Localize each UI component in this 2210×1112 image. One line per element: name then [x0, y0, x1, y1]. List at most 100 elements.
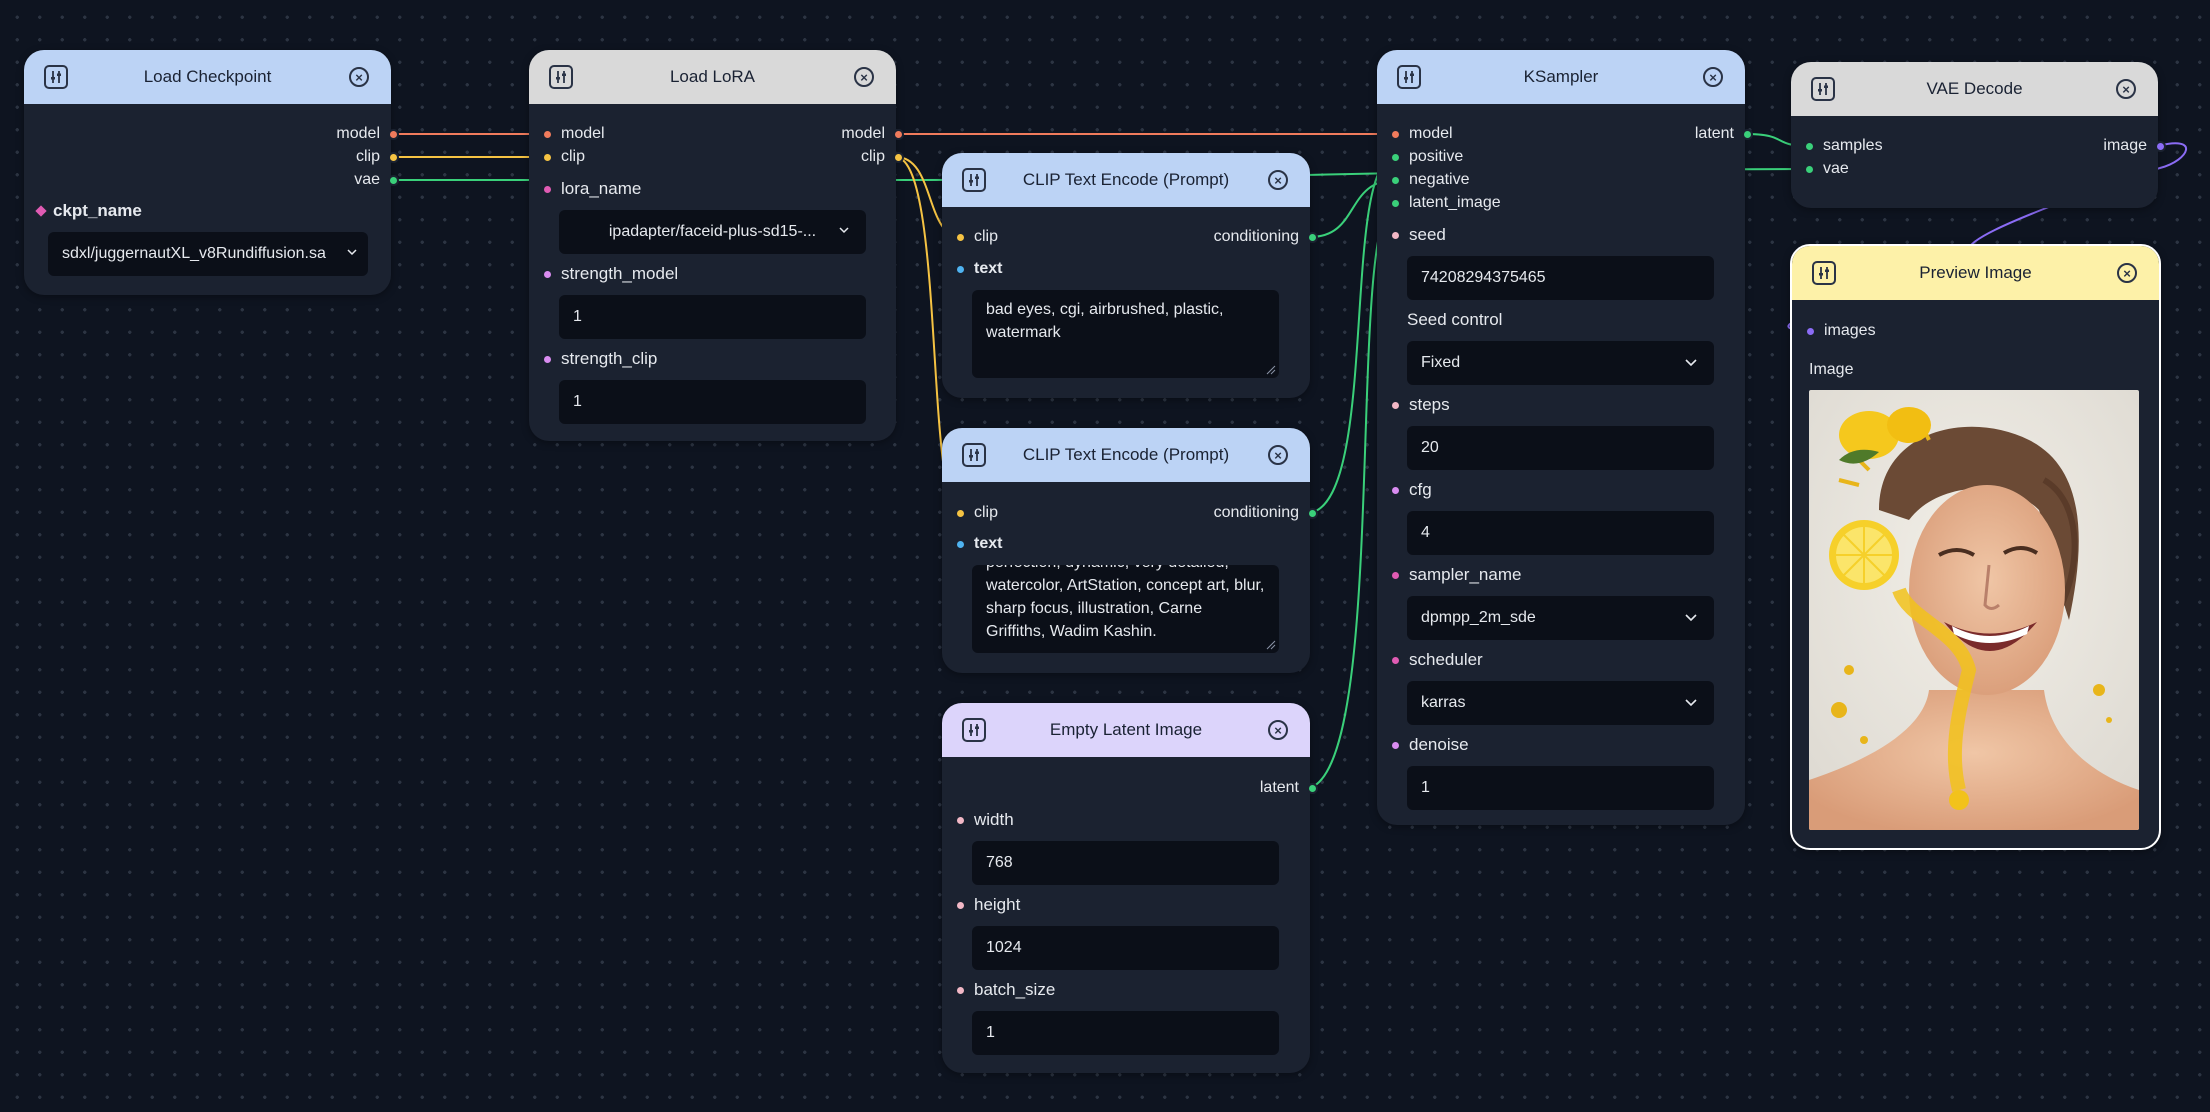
node-header[interactable]: KSampler × — [1377, 50, 1745, 104]
port-dot[interactable] — [1390, 197, 1401, 209]
cfg-input[interactable]: 4 — [1407, 511, 1714, 555]
port-dot[interactable] — [1390, 399, 1401, 411]
settings-sliders-icon[interactable] — [1811, 77, 1835, 101]
port-dot[interactable] — [388, 174, 399, 186]
node-header[interactable]: CLIP Text Encode (Prompt) × — [942, 428, 1310, 482]
close-icon[interactable]: × — [1268, 445, 1288, 465]
seed-control-select[interactable]: Fixed — [1407, 341, 1714, 385]
port-dot[interactable] — [1390, 739, 1401, 751]
close-icon[interactable]: × — [2116, 79, 2136, 99]
port-dot[interactable] — [1390, 569, 1401, 581]
sampler-name-select[interactable]: dpmpp_2m_sde — [1407, 596, 1714, 640]
node-clip-text-encode-negative[interactable]: CLIP Text Encode (Prompt) × clip conditi… — [942, 153, 1318, 398]
node-header[interactable]: VAE Decode × — [1791, 62, 2158, 116]
steps-input[interactable]: 20 — [1407, 426, 1714, 470]
output-port-model[interactable]: model — [336, 123, 399, 145]
batch-size-input[interactable]: 1 — [972, 1011, 1279, 1055]
ckpt-name-select[interactable]: sdxl/juggernautXL_v8Rundiffusion.sa — [48, 232, 368, 276]
resize-grip-icon[interactable] — [1266, 640, 1276, 650]
output-port-image[interactable]: image — [2103, 135, 2166, 157]
settings-sliders-icon[interactable] — [44, 65, 68, 89]
port-dot[interactable] — [1390, 229, 1401, 241]
input-port-text[interactable]: text — [955, 533, 1002, 555]
preview-image[interactable] — [1809, 390, 2139, 830]
port-dot[interactable] — [955, 231, 966, 243]
port-dot[interactable] — [1307, 507, 1318, 519]
port-dot[interactable] — [1390, 151, 1401, 163]
output-port-conditioning[interactable]: conditioning — [1214, 502, 1318, 524]
output-port-vae[interactable]: vae — [354, 169, 399, 191]
port-dot[interactable] — [893, 151, 904, 163]
scheduler-select[interactable]: karras — [1407, 681, 1714, 725]
output-port-model[interactable]: model — [841, 123, 904, 145]
node-empty-latent-image[interactable]: Empty Latent Image × latent width 768 he… — [942, 703, 1318, 1073]
node-header[interactable]: Load LoRA × — [529, 50, 896, 104]
close-icon[interactable]: × — [1268, 170, 1288, 190]
port-dot[interactable] — [542, 151, 553, 163]
port-dot[interactable] — [1390, 174, 1401, 186]
port-dot[interactable] — [542, 128, 553, 140]
close-icon[interactable]: × — [854, 67, 874, 87]
node-load-checkpoint[interactable]: Load Checkpoint × model clip vae ckpt_na… — [24, 50, 399, 295]
input-port-clip[interactable]: clip — [955, 226, 998, 248]
settings-sliders-icon[interactable] — [1397, 65, 1421, 89]
resize-grip-icon[interactable] — [1266, 365, 1276, 375]
output-port-latent[interactable]: latent — [1695, 123, 1753, 145]
port-dot[interactable] — [955, 507, 966, 519]
node-header[interactable]: CLIP Text Encode (Prompt) × — [942, 153, 1310, 207]
node-preview-image[interactable]: Preview Image × images Image — [1790, 244, 2161, 850]
output-port-conditioning[interactable]: conditioning — [1214, 226, 1318, 248]
output-port-latent[interactable]: latent — [1260, 777, 1318, 799]
settings-sliders-icon[interactable] — [1812, 261, 1836, 285]
port-dot[interactable] — [388, 151, 399, 163]
input-port-latent-image[interactable]: latent_image — [1390, 192, 1501, 214]
input-port-samples[interactable]: samples — [1804, 135, 1883, 157]
close-icon[interactable]: × — [2117, 263, 2137, 283]
port-dot[interactable] — [955, 263, 966, 275]
prompt-textarea[interactable]: perfection, dynamic, very detailed, wate… — [972, 565, 1279, 653]
settings-sliders-icon[interactable] — [962, 168, 986, 192]
strength-clip-input[interactable]: 1 — [559, 380, 866, 424]
close-icon[interactable]: × — [349, 67, 369, 87]
input-port-clip[interactable]: clip — [955, 502, 998, 524]
port-dot[interactable] — [542, 183, 553, 195]
input-port-clip[interactable]: clip — [542, 146, 585, 168]
port-dot[interactable] — [1742, 128, 1753, 140]
node-ksampler[interactable]: KSampler × model positive negative laten… — [1377, 50, 1753, 825]
settings-sliders-icon[interactable] — [962, 718, 986, 742]
port-dot[interactable] — [1390, 654, 1401, 666]
denoise-input[interactable]: 1 — [1407, 766, 1714, 810]
port-dot[interactable] — [542, 268, 553, 280]
node-header[interactable]: Empty Latent Image × — [942, 703, 1310, 757]
port-dot[interactable] — [542, 353, 553, 365]
close-icon[interactable]: × — [1703, 67, 1723, 87]
node-load-lora[interactable]: Load LoRA × model clip model clip lora_n… — [529, 50, 904, 441]
input-port-positive[interactable]: positive — [1390, 146, 1463, 168]
node-header[interactable]: Preview Image × — [1792, 246, 2159, 300]
port-dot[interactable] — [1804, 140, 1815, 152]
port-dot[interactable] — [955, 538, 966, 550]
port-dot[interactable] — [1307, 782, 1318, 794]
port-dot[interactable] — [2155, 140, 2166, 152]
input-port-model[interactable]: model — [542, 123, 605, 145]
strength-model-input[interactable]: 1 — [559, 295, 866, 339]
input-port-images[interactable]: images — [1805, 320, 1876, 342]
lora-name-select[interactable]: ipadapter/faceid-plus-sd15-... — [559, 210, 866, 254]
port-dot[interactable] — [1805, 325, 1816, 337]
input-port-negative[interactable]: negative — [1390, 169, 1470, 191]
port-dot[interactable] — [955, 899, 966, 911]
output-port-clip[interactable]: clip — [861, 146, 904, 168]
port-dot[interactable] — [893, 128, 904, 140]
close-icon[interactable]: × — [1268, 720, 1288, 740]
port-dot[interactable] — [955, 984, 966, 996]
port-dot[interactable] — [1390, 128, 1401, 140]
node-header[interactable]: Load Checkpoint × — [24, 50, 391, 104]
input-port-model[interactable]: model — [1390, 123, 1453, 145]
prompt-textarea[interactable]: bad eyes, cgi, airbrushed, plastic, wate… — [972, 290, 1279, 378]
output-port-clip[interactable]: clip — [356, 146, 399, 168]
input-port-vae[interactable]: vae — [1804, 158, 1849, 180]
settings-sliders-icon[interactable] — [962, 443, 986, 467]
input-port-text[interactable]: text — [955, 258, 1002, 280]
port-dot[interactable] — [1307, 231, 1318, 243]
width-input[interactable]: 768 — [972, 841, 1279, 885]
